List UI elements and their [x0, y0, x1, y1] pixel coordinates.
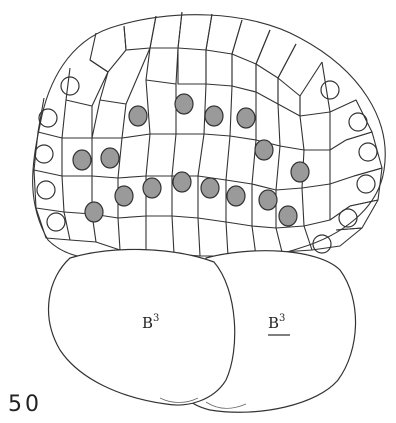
- embryo-outline: [33, 15, 386, 265]
- nuclei-hatched: [73, 94, 309, 226]
- figure-number: 50: [8, 392, 42, 417]
